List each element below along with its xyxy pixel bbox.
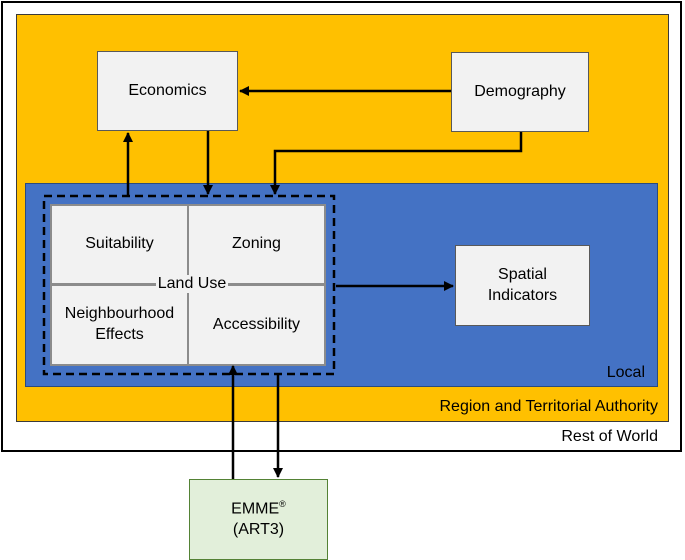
land-use-label: Land Use — [155, 275, 229, 293]
spatial-indicators-box: Spatial Indicators — [455, 245, 590, 326]
suitability-cell: Suitability — [52, 206, 187, 283]
local-label: Local — [606, 364, 645, 381]
rest-of-world-label: Rest of World — [561, 428, 658, 445]
zoning-label: Zoning — [232, 235, 281, 253]
demography-box: Demography — [451, 52, 589, 132]
neighbourhood-effects-cell: Neighbourhood Effects — [52, 286, 187, 364]
neighbourhood-effects-label: Neighbourhood Effects — [64, 305, 175, 343]
accessibility-cell: Accessibility — [189, 286, 324, 364]
spatial-indicators-label: Spatial Indicators — [487, 265, 558, 304]
emme-label: EMME — [231, 499, 280, 517]
demography-label: Demography — [474, 82, 566, 100]
emme-sub-label: (ART3) — [232, 520, 285, 538]
registered-mark: ® — [279, 498, 286, 509]
economics-box: Economics — [97, 51, 238, 131]
accessibility-label: Accessibility — [212, 315, 301, 333]
arrow-demography-to-landuse — [270, 132, 523, 195]
land-use-label-wrap: Land Use — [144, 275, 240, 293]
zoning-cell: Zoning — [189, 206, 324, 283]
suitability-label: Suitability — [85, 235, 154, 253]
land-use-dashed-outline — [42, 194, 336, 376]
region-label: Region and Territorial Authority — [439, 398, 659, 415]
economics-label: Economics — [128, 81, 207, 99]
